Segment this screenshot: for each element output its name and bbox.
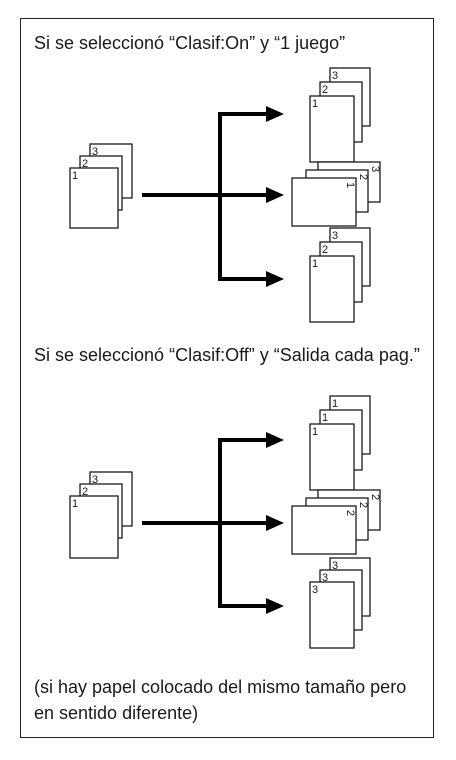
output-stack-middle: 2 2 2	[291, 489, 381, 555]
output-page-number: 2	[357, 174, 369, 180]
source-page-number: 1	[72, 498, 78, 510]
output-page-number: 2	[322, 84, 328, 96]
diagram-sort-off: 3 2 1 1 1 1 2 2 2 3 3 3	[69, 395, 381, 649]
output-page-number: 3	[369, 166, 381, 172]
output-stack-bottom: 3 3 3	[309, 557, 371, 649]
output-page-number: 3	[322, 572, 328, 584]
output-page-number: 1	[332, 398, 338, 410]
distribution-arrows	[142, 432, 284, 614]
source-page-number: 2	[82, 486, 88, 498]
source-stack: 3 2 1	[69, 471, 133, 559]
output-page-number: 2	[369, 494, 381, 500]
output-page-number: 1	[312, 426, 318, 438]
output-stack-top: 3 2 1	[309, 67, 371, 163]
caption-sort-on: Si se seleccionó “Clasif:On” y “1 juego”	[34, 33, 346, 53]
source-page-number: 3	[92, 146, 98, 158]
output-page-number: 2	[357, 502, 369, 508]
output-page-number: 1	[344, 182, 356, 188]
diagram-sort-on: 3 2 1 3 2 1 3 2 1 3 2 1	[69, 67, 381, 323]
figure-frame	[20, 18, 434, 738]
output-page-number: 3	[332, 70, 338, 82]
output-page-number: 1	[312, 258, 318, 270]
output-stack-bottom: 3 2 1	[309, 227, 371, 323]
output-stack-top: 1 1 1	[309, 395, 371, 491]
output-page-number: 3	[332, 230, 338, 242]
output-page-number: 3	[332, 560, 338, 572]
source-page-number: 3	[92, 474, 98, 486]
source-page-number: 1	[72, 170, 78, 182]
output-stack-middle: 3 2 1	[291, 161, 381, 227]
distribution-arrows	[142, 106, 284, 287]
source-page-number: 2	[82, 158, 88, 170]
output-page-number: 2	[344, 510, 356, 516]
caption-sort-off: Si se seleccionó “Clasif:Off” y “Salida …	[34, 345, 420, 365]
source-stack: 3 2 1	[69, 143, 133, 229]
output-page-number: 1	[322, 412, 328, 424]
output-page-number: 1	[312, 98, 318, 110]
caption-note: (si hay papel colocado del mismo tamaño …	[34, 677, 407, 723]
output-page-number: 3	[312, 584, 318, 596]
output-page-number: 2	[322, 244, 328, 256]
